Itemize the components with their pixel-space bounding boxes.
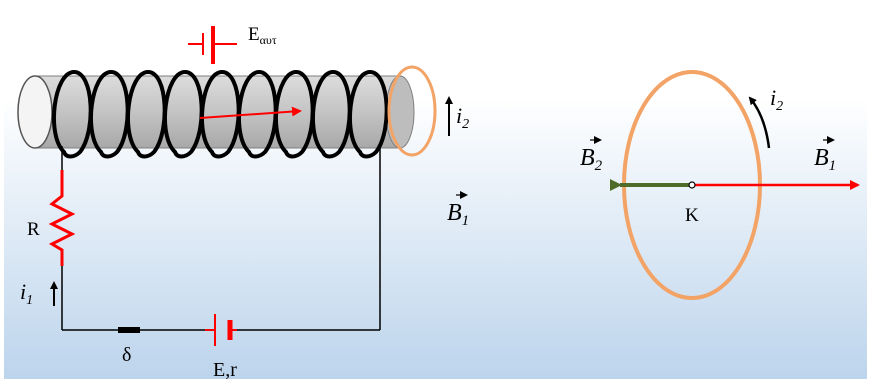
coil-turn — [126, 69, 167, 159]
solenoid-coil — [52, 69, 389, 159]
battery-label: E,r — [213, 359, 237, 381]
solenoid — [17, 69, 415, 159]
battery — [205, 314, 237, 346]
coil-turn — [237, 69, 278, 159]
current-i2-right-label: i2 — [770, 85, 783, 114]
current-i2-left-label: i2 — [456, 103, 469, 132]
resistor — [48, 170, 76, 266]
solenoid-left-face — [17, 75, 53, 149]
background-panel — [4, 4, 867, 379]
switch-label: δ — [122, 344, 131, 366]
induced-emf-label: Eαυτ — [248, 24, 277, 47]
switch — [118, 327, 140, 333]
field-b1-middle-label: B1 — [447, 191, 469, 229]
coil-turn — [348, 69, 389, 159]
coil-turn — [274, 69, 315, 159]
resistor-label: R — [27, 219, 40, 240]
coil-turn — [200, 69, 241, 159]
coil-turn — [89, 69, 130, 159]
coil-turn — [163, 69, 204, 159]
coil-turn — [311, 69, 352, 159]
coil-turn — [52, 69, 93, 159]
center-point — [688, 181, 696, 189]
field-b1-right-label: B1 — [814, 136, 836, 174]
current-i1-label: i1 — [20, 279, 33, 308]
induced-emf-symbol — [188, 26, 237, 64]
svg-text:B2: B2 — [580, 145, 603, 174]
solenoid-field-arrow — [199, 106, 302, 119]
center-label: K — [685, 205, 699, 226]
field-b2-label: B2 — [580, 136, 603, 174]
svg-text:B1: B1 — [814, 145, 836, 174]
svg-text:B1: B1 — [447, 200, 469, 229]
circuit-wires — [61, 146, 381, 331]
induced-ring-left — [387, 65, 437, 157]
current-i2-right-arrow — [748, 96, 771, 149]
